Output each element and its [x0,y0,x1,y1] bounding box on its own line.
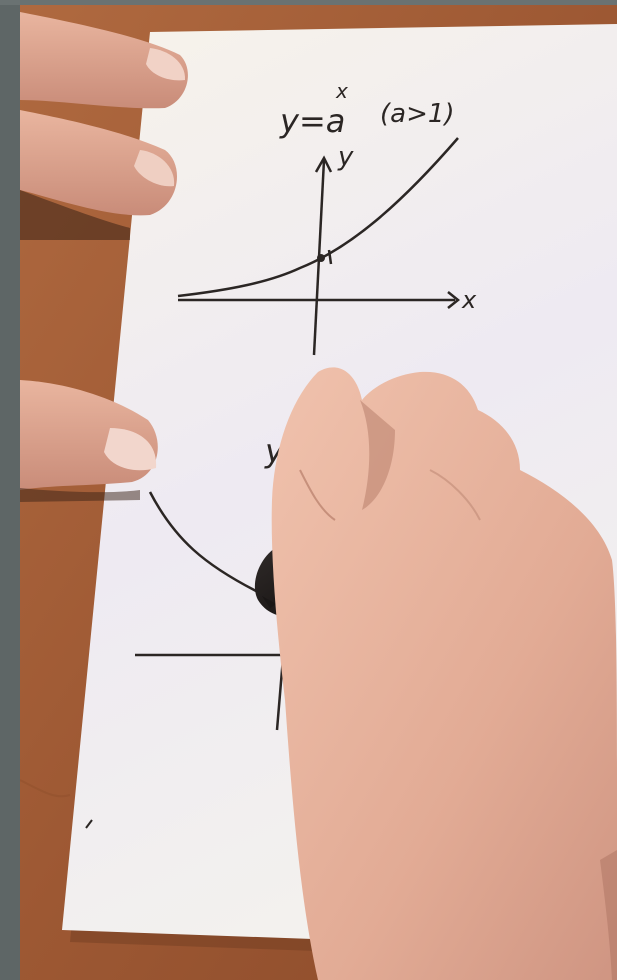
right-hand-wrist-shadow [600,850,617,980]
top-exponent: x [335,79,348,103]
top-graph-curve [177,137,459,298]
right-hand-knuckle-shadow [360,400,395,510]
top-equation: y=a [279,102,345,140]
pen-tip [262,596,276,608]
y-axis-label: y [337,142,354,172]
right-hand [271,367,617,980]
top-frame-border [0,0,617,5]
pen-mark [85,819,93,829]
left-hand-finger-top [20,12,188,109]
left-hand-shadow [20,488,140,502]
top-graph-x-arrow [447,291,461,309]
top-graph-tick [327,249,333,265]
table-grain [19,779,71,798]
right-hand-knuckle-line [429,469,481,521]
left-hand-fingernail [134,150,175,187]
top-graph-intercept-dot [317,254,325,262]
left-hand-shadow [20,190,130,240]
left-hand-finger-middle [20,110,177,216]
x-axis-label: x [461,286,477,314]
left-hand-fingernail [146,48,186,81]
top-condition: (a>1) [380,99,455,129]
left-frame-border [0,0,20,980]
top-graph-y-arrow [314,155,333,173]
right-hand-finger-crease [299,469,336,521]
left-hand-fingernail [104,428,157,471]
bottom-graph-curve [148,491,259,594]
